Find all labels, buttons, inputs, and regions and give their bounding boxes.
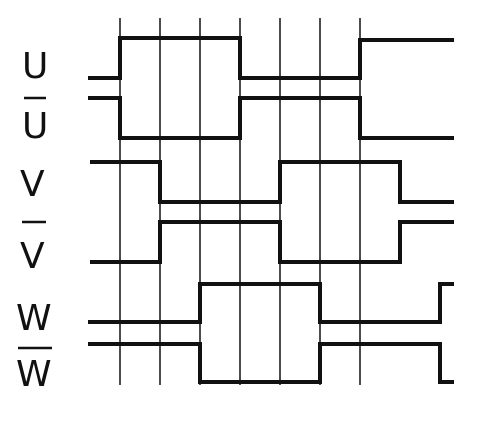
waveforms [88, 36, 454, 384]
waveform-v-bar [90, 220, 454, 264]
label-u-bar: U [22, 106, 48, 147]
waveform-w-bar [88, 342, 454, 384]
label-v: V [20, 164, 45, 205]
label-v-bar: V [20, 236, 45, 277]
label-w-bar: W [16, 354, 52, 395]
label-u: U [22, 46, 48, 87]
waveform-w [88, 282, 454, 324]
label-w: W [16, 298, 52, 339]
waveform-v [90, 160, 454, 204]
waveform-u-bar [88, 96, 454, 140]
waveform-u [88, 36, 454, 80]
signal-labels: U U V V W W [16, 46, 52, 395]
